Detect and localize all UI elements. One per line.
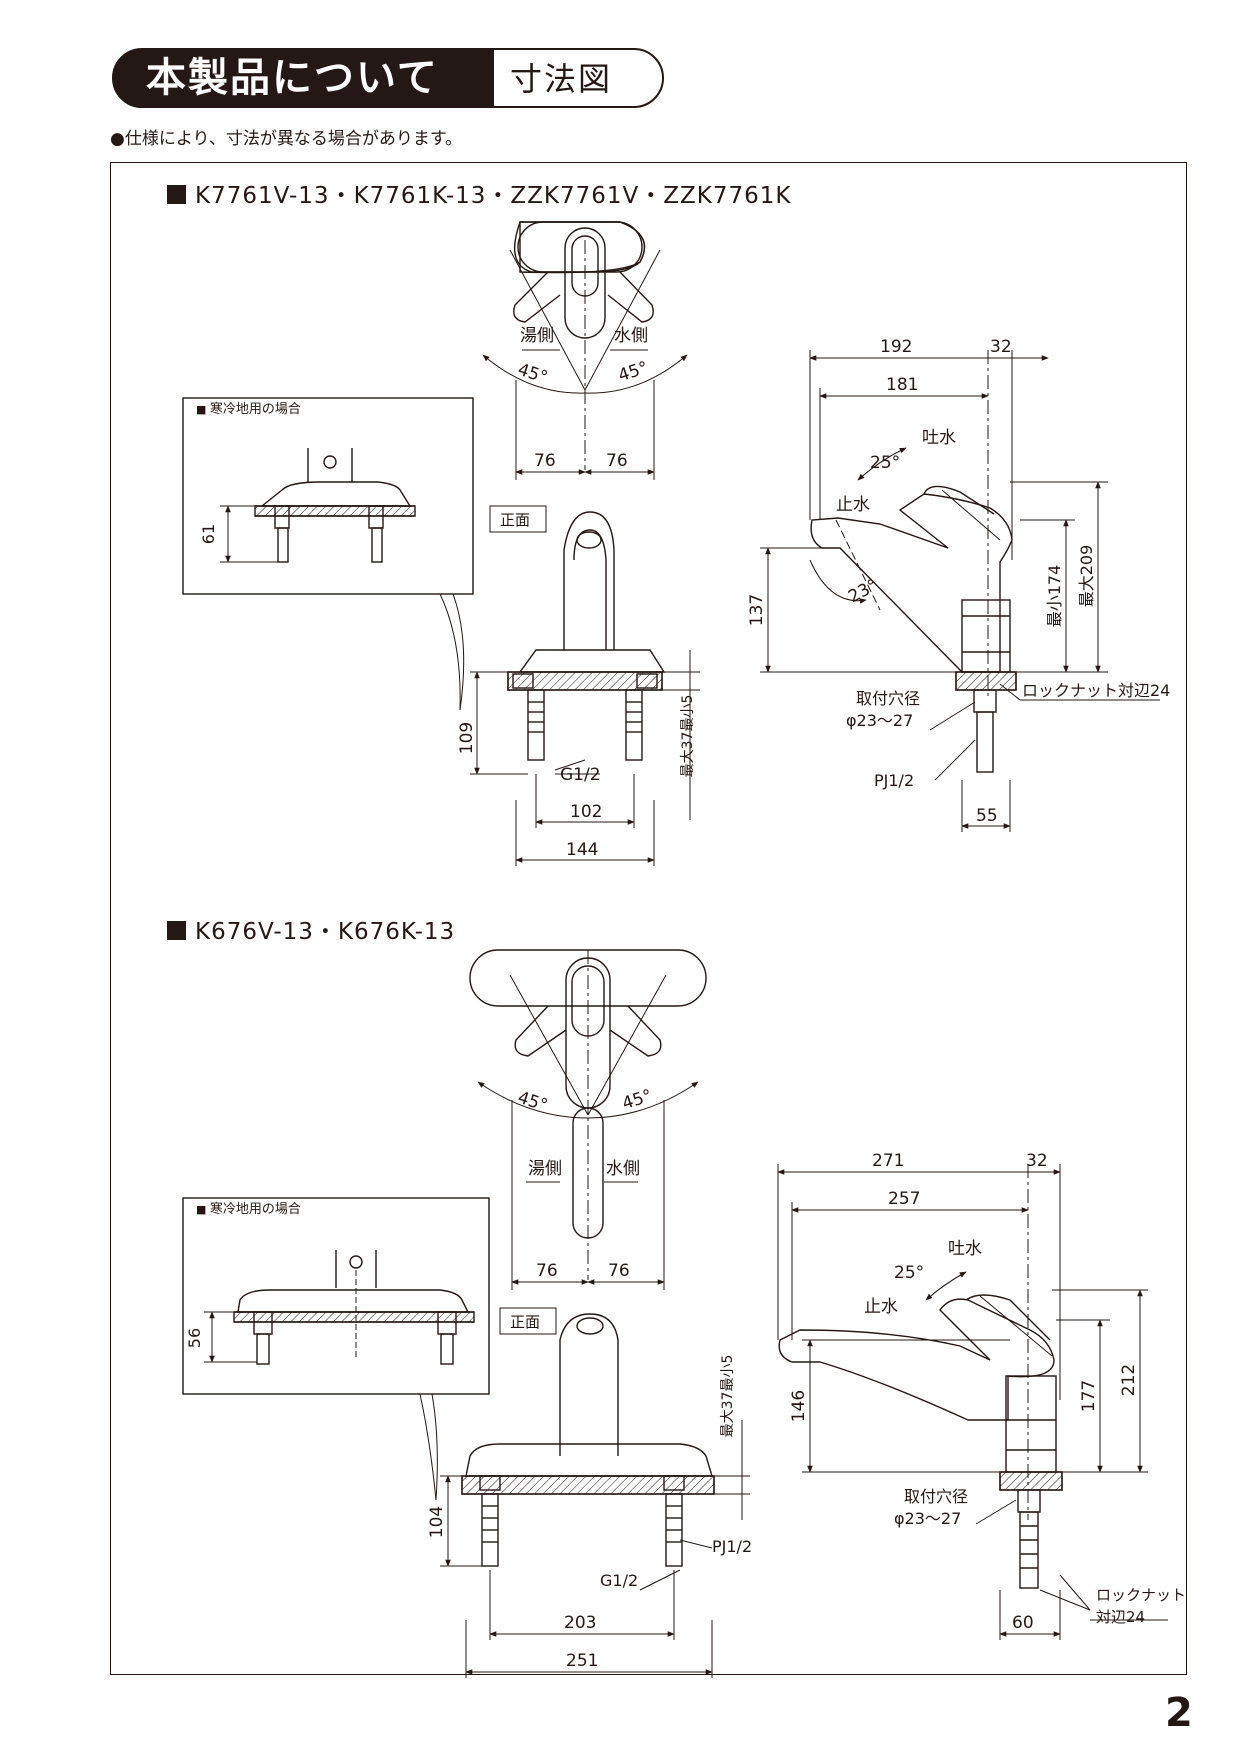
top-view-2 — [469, 949, 707, 1290]
dim-60: 60 — [1012, 1613, 1034, 1633]
labels-1: 湯側 水側 45° 45° 76 76 正面 109 G1/2 102 144 … — [196, 326, 1170, 860]
dim-max-209: 最大209 — [1077, 545, 1096, 608]
inset-title-2: ■ 寒冷地用の場合 — [196, 1201, 301, 1217]
dim-104: 104 — [427, 1506, 447, 1538]
dim-76-right: 76 — [608, 1261, 630, 1281]
thread-g12: G1/2 — [600, 1571, 638, 1590]
square-bullet-icon — [167, 921, 186, 940]
inset-1 — [182, 397, 474, 711]
header-pill-shape — [112, 48, 664, 108]
dim-min-174: 最小174 — [1045, 565, 1064, 628]
front-label: 正面 — [500, 511, 530, 529]
dim-76-left: 76 — [536, 1261, 558, 1281]
inset-title-text: 寒冷地用の場合 — [210, 401, 301, 417]
dim-61: 61 — [199, 524, 218, 544]
dim-109: 109 — [457, 722, 477, 754]
dim-144: 144 — [566, 840, 598, 860]
thread-g12: G1/2 — [560, 765, 601, 785]
dim-181: 181 — [886, 375, 918, 395]
angle-right-label: 45° — [620, 1086, 655, 1114]
dim-177: 177 — [1079, 1380, 1099, 1412]
front-view-2 — [440, 1313, 750, 1678]
inset-title-1: ■ 寒冷地用の場合 — [196, 401, 301, 417]
page-number: 2 — [1165, 1690, 1193, 1736]
angle-left-label: 45° — [515, 360, 550, 388]
hole-size: φ23～27 — [846, 711, 913, 730]
inset-title-text: 寒冷地用の場合 — [210, 1201, 301, 1217]
model-list-2: K676V-13・K676K-13 — [195, 919, 456, 945]
side-view-2 — [777, 1164, 1168, 1640]
dim-137: 137 — [747, 594, 767, 626]
dim-146: 146 — [789, 1390, 809, 1422]
angle-left-label: 45° — [515, 1088, 550, 1116]
hot-side-label: 湯側 — [520, 326, 554, 346]
page-title: 本製品について — [146, 55, 439, 101]
hole-label: 取付穴径 — [856, 689, 920, 708]
locknut-label: ロックナット — [1096, 1586, 1186, 1604]
angle-23: 23° — [845, 576, 881, 608]
pipe-pj12: PJ1/2 — [712, 1537, 752, 1556]
front-label: 正面 — [510, 1313, 540, 1331]
shank-range: 最大37最小5 — [720, 1355, 736, 1438]
dim-192: 192 — [880, 337, 912, 357]
locknut-size: 対辺24 — [1096, 1608, 1145, 1626]
inset-2 — [182, 1197, 490, 1501]
dim-56: 56 — [185, 1328, 204, 1348]
shank-range: 最大37最小5 — [680, 695, 696, 778]
spout-flow-label: 吐水 — [922, 428, 956, 448]
dim-203: 203 — [564, 1613, 596, 1633]
dim-251: 251 — [566, 1651, 598, 1671]
model-heading-1: K7761V-13・K7761K-13・ZZK7761V・ZZK7761K — [167, 176, 792, 210]
labels-2: 45° 45° 湯側 水側 76 76 正面 104 PJ1/2 G1/2 20… — [185, 1086, 1186, 1671]
hole-label: 取付穴径 — [904, 1487, 968, 1506]
dim-32: 32 — [1026, 1151, 1048, 1171]
front-view-1 — [470, 511, 700, 866]
dim-32: 32 — [990, 337, 1012, 357]
hot-side-label: 湯側 — [528, 1159, 562, 1179]
spout-stop-label: 止水 — [836, 495, 870, 515]
front-label-box — [489, 505, 547, 533]
model-list-1: K7761V-13・K7761K-13・ZZK7761V・ZZK7761K — [195, 183, 792, 209]
cold-side-label: 水側 — [606, 1159, 640, 1179]
spec-note: ●仕様により、寸法が異なる場合があります。 — [110, 129, 463, 149]
square-bullet-icon: ■ — [196, 1203, 210, 1216]
pipe-pj12: PJ1/2 — [874, 771, 914, 790]
locknut-label: ロックナット対辺24 — [1022, 681, 1170, 700]
front-label-box — [499, 1307, 557, 1335]
section-header: 本製品について 寸法図 — [112, 48, 664, 108]
dim-212: 212 — [1119, 1364, 1139, 1396]
dim-76-left: 76 — [534, 451, 556, 471]
cold-side-label: 水側 — [614, 326, 648, 346]
top-view-1 — [482, 221, 688, 480]
dim-76-right: 76 — [606, 451, 628, 471]
dim-271: 271 — [872, 1151, 904, 1171]
dim-55: 55 — [976, 806, 998, 826]
spout-flow-label: 吐水 — [948, 1239, 982, 1259]
dim-102: 102 — [570, 802, 602, 822]
square-bullet-icon: ■ — [196, 403, 210, 416]
side-view-1 — [760, 350, 1160, 832]
hole-size: φ23～27 — [894, 1509, 961, 1528]
model-heading-2: K676V-13・K676K-13 — [167, 912, 455, 946]
dim-257: 257 — [888, 1189, 920, 1209]
page-subtitle: 寸法図 — [510, 60, 613, 98]
angle-25: 25° — [870, 453, 900, 473]
angle-25: 25° — [894, 1263, 924, 1283]
spout-stop-label: 止水 — [864, 1297, 898, 1317]
square-bullet-icon — [167, 185, 186, 204]
